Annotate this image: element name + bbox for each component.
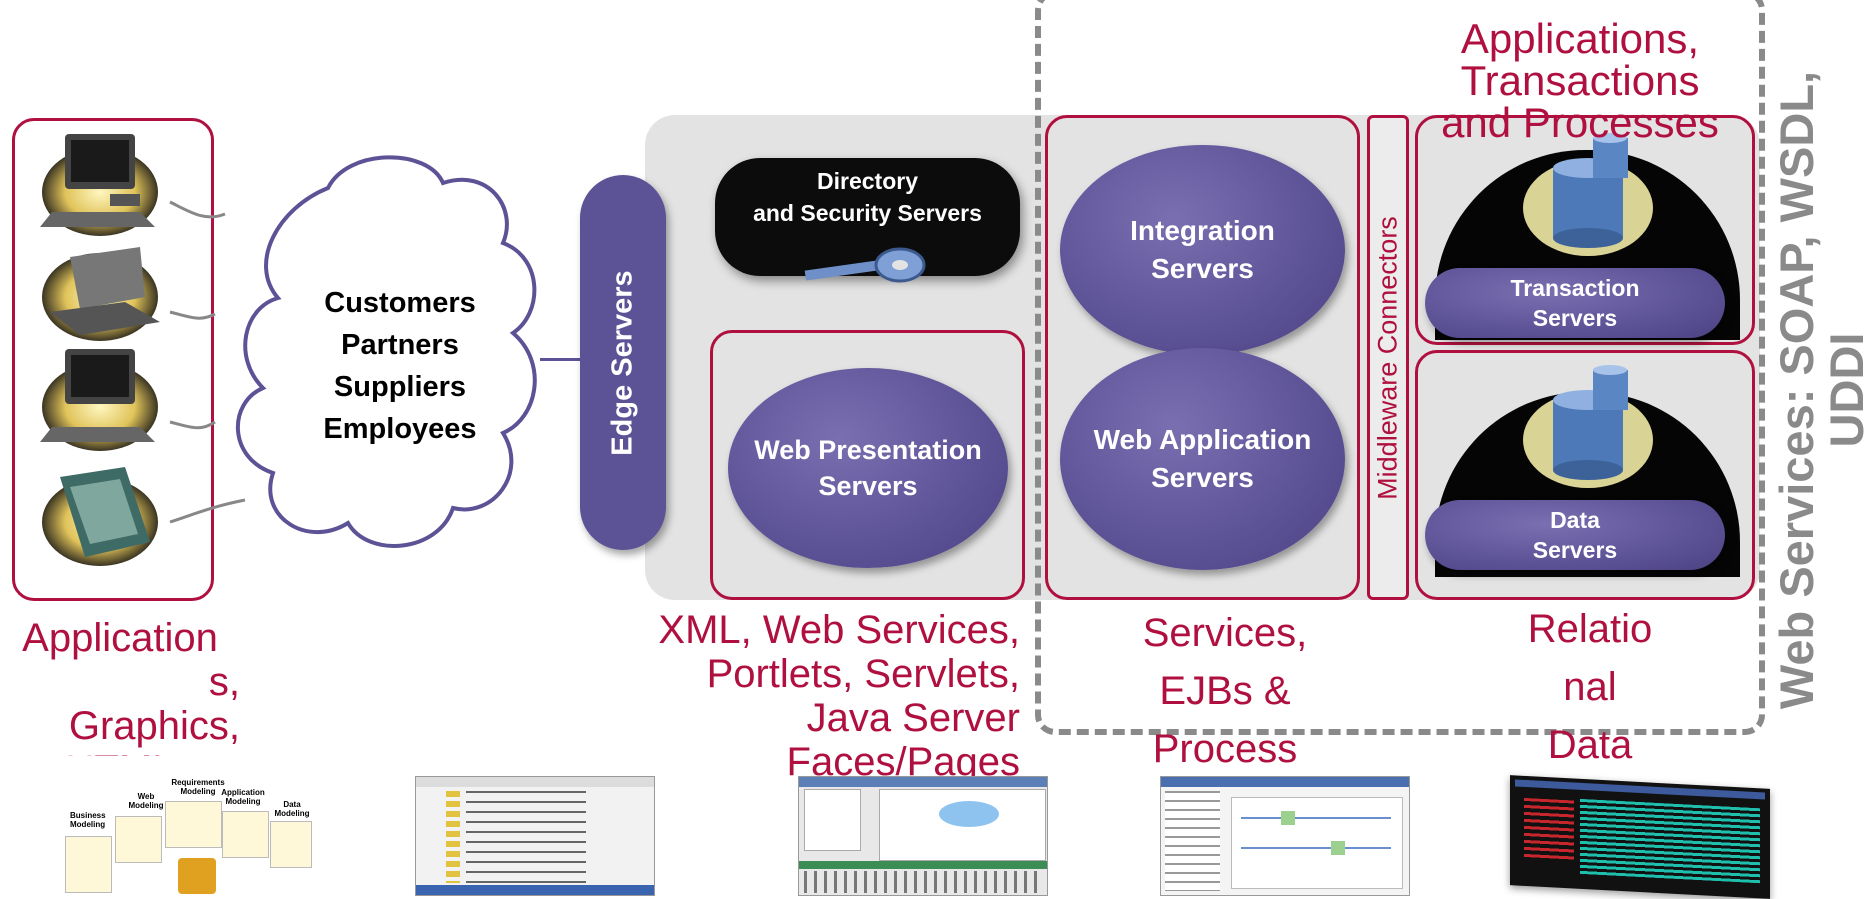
cloud-line-employees: Employees: [323, 413, 477, 445]
integration-line2: Servers: [1151, 253, 1254, 284]
data-modeling-label: Data Modeling: [274, 800, 310, 818]
web-services-line1: Web Services: SOAP, WSDL,: [1770, 70, 1823, 710]
directory-security-servers: [715, 158, 1020, 276]
caption-data: Relatio nal Data: [1450, 600, 1730, 774]
web-services-boundary: [1035, 0, 1765, 735]
caption-data-line1: Relatio: [1527, 607, 1653, 651]
modeling-diagram-thumbnail: Business Modeling Web Modeling Requireme…: [60, 776, 315, 896]
cloud-line-partners: Partners: [341, 329, 459, 361]
web-application-servers: Web Application Servers: [1060, 348, 1345, 570]
modeling-panel: [270, 821, 312, 868]
uml-logo: [178, 858, 216, 894]
cloud-line-customers: Customers: [324, 287, 476, 319]
caption-clients-line1: Application: [22, 616, 218, 660]
modeling-panel: [65, 836, 112, 893]
cloud-line-suppliers: Suppliers: [333, 371, 467, 403]
caption-presentation-line2: Portlets, Servlets,: [706, 652, 1020, 696]
caption-services-line1: Services,: [1142, 611, 1308, 655]
visual-editor-thumbnail: [798, 776, 1048, 896]
cloud-shape: [236, 155, 537, 548]
edge-servers-label: Edge Servers: [606, 270, 639, 456]
application-servers-group: [1045, 115, 1360, 600]
database-cylinder-icon: [1523, 365, 1653, 488]
web-application-line1: Web Application: [1093, 424, 1312, 455]
caption-services-line2: EJBs &: [1159, 669, 1291, 713]
top-label-line3: and Processes: [1441, 99, 1719, 146]
caption-presentation-line1: XML, Web Services,: [658, 608, 1020, 652]
web-services-vertical-label: Web Services: SOAP, WSDL, UDDI: [1770, 70, 1872, 710]
laptop-icon: [42, 247, 160, 341]
caption-clients: Application s, Graphics, HTML: [0, 616, 240, 756]
pda-icon: [42, 467, 158, 566]
transaction-servers: Transaction Servers: [1425, 268, 1725, 338]
directory-security-label: Directory and Security Servers: [715, 165, 1020, 229]
caption-clients-line4: HTML: [0, 748, 240, 756]
client-devices-group: [12, 118, 214, 601]
database-cylinder-icon: [1523, 133, 1653, 256]
edge-servers-pill: [580, 175, 666, 550]
caption-services: Services, EJBs & Process: [1080, 604, 1370, 778]
directory-line2: and Security Servers: [753, 200, 982, 226]
web-presentation-group: [710, 330, 1025, 600]
desktop-computer-icon: [40, 134, 158, 236]
business-modeling-label: Business Modeling: [70, 811, 106, 829]
caption-presentation: XML, Web Services, Portlets, Servlets, J…: [560, 608, 1020, 778]
data-line2: Servers: [1532, 537, 1618, 563]
web-modeling-label: Web Modeling: [128, 792, 164, 810]
web-application-line2: Servers: [1151, 462, 1254, 493]
top-label-line2: Transactions: [1460, 57, 1700, 104]
terminal-thumbnail: [1510, 775, 1770, 899]
application-modeling-label: Application Modeling: [221, 788, 265, 806]
caption-clients-line3: Graphics,: [68, 704, 240, 748]
caption-presentation-line3: Java Server: [806, 696, 1020, 740]
transaction-line2: Servers: [1532, 305, 1618, 331]
data-servers-group: [1415, 350, 1755, 600]
modeling-panel: [222, 811, 269, 858]
process-flow-thumbnail: [1160, 776, 1410, 896]
integration-line1: Integration: [1130, 215, 1275, 246]
caption-presentation-line4: Faces/Pages: [786, 740, 1020, 778]
data-line1: Data: [1550, 507, 1600, 533]
middleware-connectors-label: Middleware Connectors: [1372, 216, 1403, 500]
web-services-line2: UDDI: [1820, 332, 1872, 448]
modeling-panel: [115, 816, 162, 863]
integration-servers: Integration Servers: [1060, 145, 1345, 355]
web-presentation-servers: Web Presentation Servers: [728, 368, 1008, 568]
client-devices-illustration: [40, 134, 246, 566]
web-presentation-line1: Web Presentation: [754, 435, 982, 465]
applications-transactions-label: Applications, Transactions and Processes: [1395, 18, 1765, 144]
desktop-computer-icon: [40, 349, 158, 451]
middleware-connectors-box: [1367, 115, 1409, 600]
top-label-line1: Applications,: [1460, 15, 1700, 62]
web-presentation-line2: Servers: [818, 471, 918, 501]
tree-browser-thumbnail: [415, 776, 655, 896]
caption-clients-line2: s,: [208, 660, 240, 704]
directory-line1: Directory: [817, 168, 918, 194]
caption-data-line3: Data: [1547, 723, 1633, 767]
cloud-label: Customers Partners Suppliers Employees: [270, 282, 530, 450]
caption-services-line3: Process: [1152, 727, 1298, 771]
modeling-panel: [165, 801, 222, 848]
caption-data-line2: nal: [1563, 665, 1617, 709]
transaction-servers-group: [1415, 115, 1755, 345]
cloud-edge-connector: [540, 358, 582, 361]
data-servers: Data Servers: [1425, 500, 1725, 570]
transaction-line1: Transaction: [1510, 275, 1640, 301]
key-icon: [804, 247, 926, 283]
requirements-modeling-label: Requirements Modeling: [171, 778, 225, 796]
